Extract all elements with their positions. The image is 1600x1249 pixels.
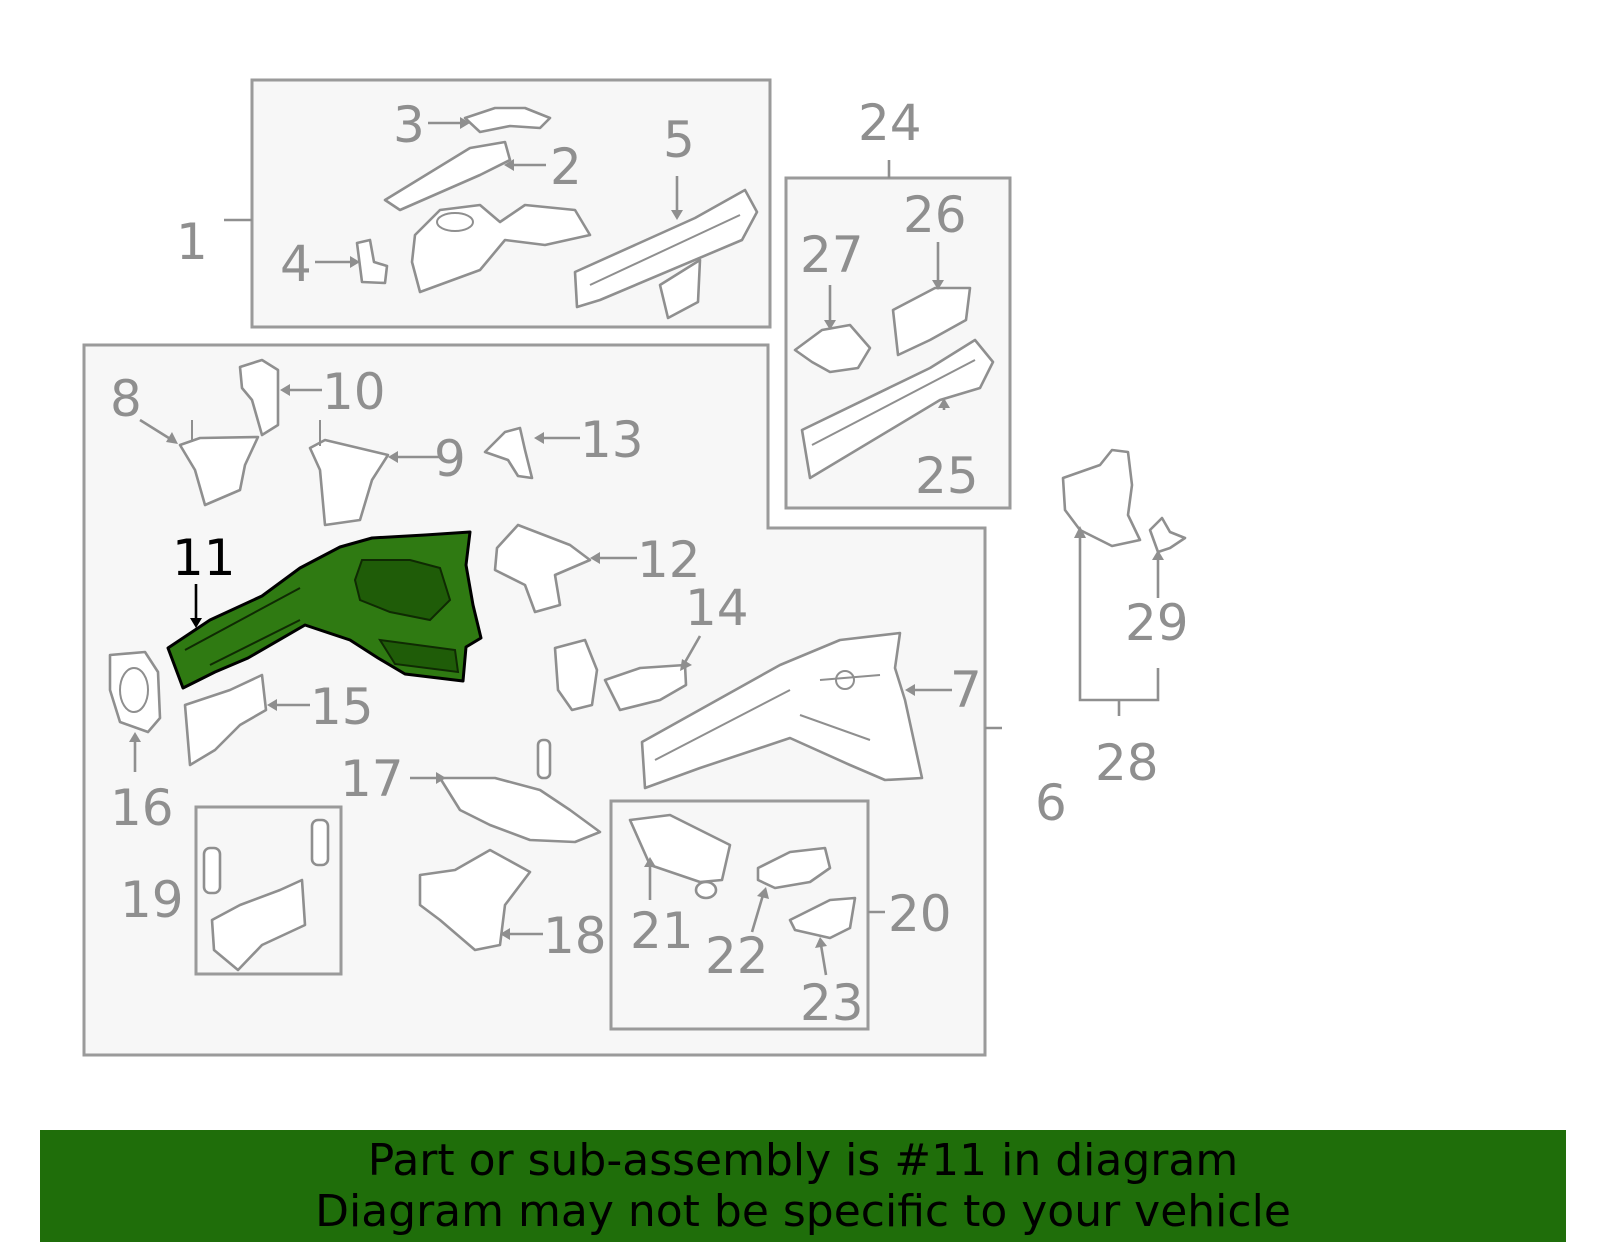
callout-28: 28 xyxy=(1095,734,1159,792)
part-8-mount xyxy=(178,435,260,507)
callout-6: 6 xyxy=(1035,774,1067,832)
callout-4: 4 xyxy=(280,235,312,293)
callout-12: 12 xyxy=(637,531,701,589)
banner-line-1: Part or sub-assembly is #11 in diagram xyxy=(367,1135,1239,1186)
callout-8: 8 xyxy=(110,370,142,428)
callout-20: 20 xyxy=(888,885,952,943)
part-19-bracket xyxy=(210,878,307,972)
part-23-plate xyxy=(788,896,857,940)
part-12-crossmember xyxy=(493,523,592,614)
callout-23: 23 xyxy=(800,974,864,1032)
callout-13: 13 xyxy=(580,411,644,469)
part-17-panel xyxy=(438,776,602,844)
callout-18: 18 xyxy=(543,907,607,965)
callout-25: 25 xyxy=(915,447,979,505)
part-7-apron xyxy=(640,631,924,790)
part-1-strut-hole xyxy=(436,212,474,232)
part-7-apron-detail xyxy=(654,674,881,761)
callout-16: 16 xyxy=(110,779,174,837)
callout-15: 15 xyxy=(310,678,374,736)
part-11-detail-rib xyxy=(184,587,301,666)
callout-1: 1 xyxy=(176,213,208,271)
callout-24: 24 xyxy=(858,94,922,152)
part-29-clip xyxy=(1148,516,1187,554)
part-17-pin xyxy=(536,738,552,780)
part-2-reinforcement xyxy=(383,140,512,212)
callout-7: 7 xyxy=(950,661,982,719)
part-5-bracket xyxy=(658,258,702,320)
part-11-detail-flange xyxy=(378,638,460,674)
part-1-strut-tower xyxy=(410,203,592,294)
callout-2: 2 xyxy=(550,138,582,196)
part-14-bracket xyxy=(553,638,599,712)
part-5-rail-detail xyxy=(589,214,741,286)
callout-22: 22 xyxy=(705,927,769,985)
part-27-bracket xyxy=(793,323,872,374)
part-25-rail-detail xyxy=(811,359,976,446)
part-7-hole xyxy=(835,670,855,690)
callout-9: 9 xyxy=(434,430,466,488)
part-10-bracket xyxy=(238,358,280,437)
callout-3: 3 xyxy=(393,96,425,154)
leader-lines xyxy=(129,117,1164,976)
callout-19: 19 xyxy=(120,871,184,929)
callout-26: 26 xyxy=(903,186,967,244)
part-21-plug xyxy=(694,880,718,900)
part-9-mount xyxy=(308,438,390,527)
callout-5: 5 xyxy=(663,111,695,169)
part-11-detail-pocket xyxy=(353,559,452,622)
callout-11: 11 xyxy=(172,529,236,587)
callout-29: 29 xyxy=(1125,594,1189,652)
part-13-bracket xyxy=(483,426,534,480)
part-16-gasket xyxy=(108,650,162,734)
part-11-arrowhead xyxy=(190,618,202,628)
part-15-shield xyxy=(183,673,268,767)
callout-17: 17 xyxy=(340,750,404,808)
info-banner: Part or sub-assembly is #11 in diagram D… xyxy=(40,1130,1566,1242)
callout-21: 21 xyxy=(630,902,694,960)
part-28-bracket xyxy=(1061,448,1142,548)
callout-10: 10 xyxy=(322,363,386,421)
part-22-bracket xyxy=(756,846,832,890)
part-18-wheelhouse xyxy=(418,848,532,952)
callout-27: 27 xyxy=(800,226,864,284)
part-3-bracket xyxy=(463,106,552,134)
part-19-pin-right xyxy=(310,818,330,867)
callout-14: 14 xyxy=(685,579,749,637)
part-26-plate xyxy=(891,286,972,357)
part-16-opening xyxy=(119,667,149,713)
part-14-extension xyxy=(603,663,688,712)
part-19-pin-left xyxy=(202,846,222,895)
banner-line-2: Diagram may not be specific to your vehi… xyxy=(315,1186,1291,1237)
part-4-gusset xyxy=(355,238,389,285)
